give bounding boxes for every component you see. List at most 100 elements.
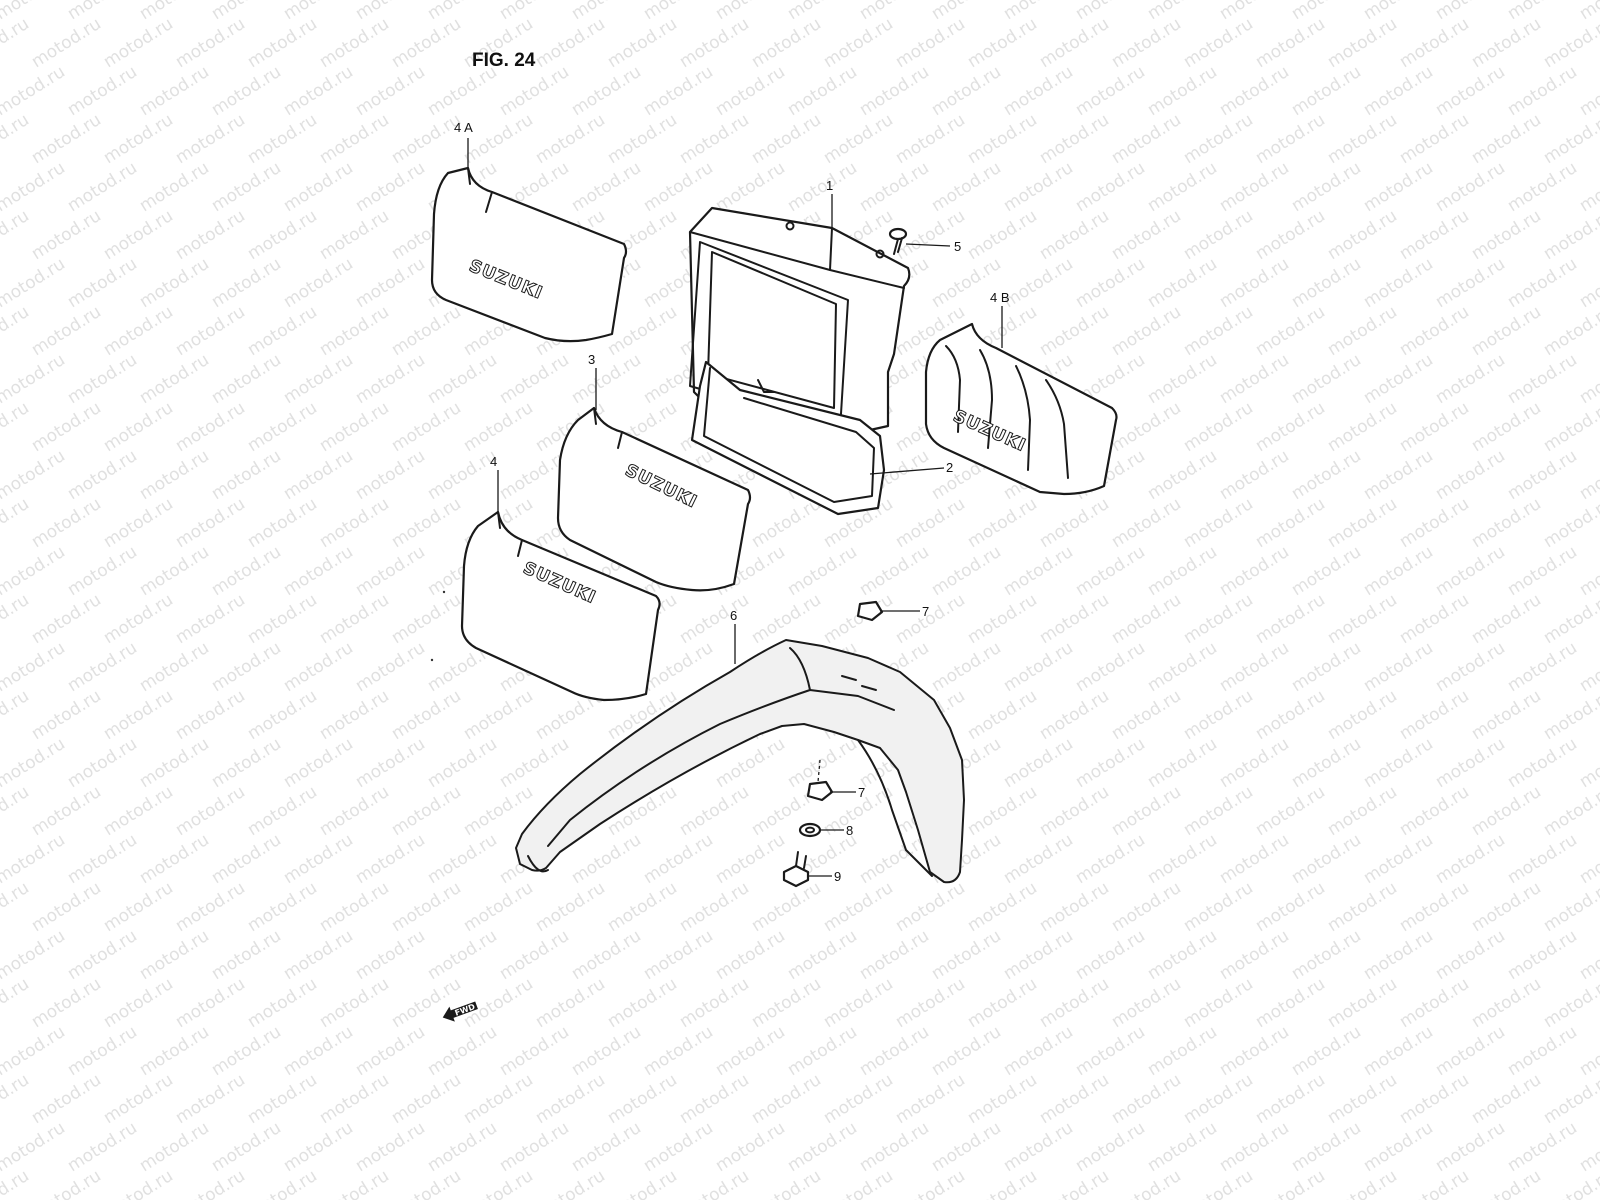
- watermark-text: motod.ru: [100, 206, 177, 264]
- part-2-lower-housing: [690, 360, 886, 516]
- watermark-text: motod.ru: [1180, 1166, 1257, 1200]
- watermark-text: motod.ru: [280, 926, 357, 984]
- watermark-text: motod.ru: [1180, 494, 1257, 552]
- watermark-text: motod.ru: [1108, 782, 1185, 840]
- watermark-text: motod.ru: [1576, 542, 1600, 600]
- watermark-text: motod.ru: [712, 158, 789, 216]
- watermark-text: motod.ru: [1288, 158, 1365, 216]
- watermark-text: motod.ru: [676, 590, 753, 648]
- watermark-text: motod.ru: [1036, 206, 1113, 264]
- watermark-text: motod.ru: [28, 302, 105, 360]
- watermark-text: motod.ru: [1144, 638, 1221, 696]
- watermark-text: motod.ru: [1000, 254, 1077, 312]
- watermark-text: motod.ru: [1504, 638, 1581, 696]
- watermark-text: motod.ru: [1324, 110, 1401, 168]
- watermark-text: motod.ru: [604, 1070, 681, 1128]
- watermark-text: motod.ru: [136, 0, 213, 24]
- watermark-text: motod.ru: [1576, 0, 1600, 24]
- watermark-text: motod.ru: [928, 158, 1005, 216]
- watermark-text: motod.ru: [136, 62, 213, 120]
- watermark-text: motod.ru: [1360, 1022, 1437, 1080]
- watermark-text: motod.ru: [244, 398, 321, 456]
- watermark-text: motod.ru: [244, 590, 321, 648]
- watermark-text: motod.ru: [604, 110, 681, 168]
- watermark-text: motod.ru: [172, 494, 249, 552]
- watermark-text: motod.ru: [1468, 206, 1545, 264]
- watermark-text: motod.ru: [712, 62, 789, 120]
- watermark-text: motod.ru: [1432, 926, 1509, 984]
- watermark-text: motod.ru: [1504, 0, 1581, 24]
- watermark-text: motod.ru: [1432, 0, 1509, 24]
- watermark-text: motod.ru: [1504, 350, 1581, 408]
- watermark-text: motod.ru: [1288, 0, 1365, 24]
- watermark-text: motod.ru: [1504, 1118, 1581, 1176]
- watermark-text: motod.ru: [460, 686, 537, 744]
- watermark-text: motod.ru: [820, 110, 897, 168]
- watermark-text: motod.ru: [1360, 830, 1437, 888]
- watermark-text: motod.ru: [1432, 830, 1509, 888]
- watermark-text: motod.ru: [1252, 1166, 1329, 1200]
- watermark-text: motod.ru: [244, 206, 321, 264]
- watermark-text: motod.ru: [352, 62, 429, 120]
- watermark-text: motod.ru: [676, 782, 753, 840]
- watermark-text: motod.ru: [1324, 590, 1401, 648]
- watermark-text: motod.ru: [1036, 14, 1113, 72]
- watermark-text: motod.ru: [1468, 14, 1545, 72]
- watermark-text: motod.ru: [640, 62, 717, 120]
- watermark-text: motod.ru: [172, 1166, 249, 1200]
- watermark-text: motod.ru: [640, 1022, 717, 1080]
- watermark-text: motod.ru: [1432, 446, 1509, 504]
- watermark-text: motod.ru: [1108, 14, 1185, 72]
- watermark-text: motod.ru: [568, 350, 645, 408]
- watermark-text: motod.ru: [712, 830, 789, 888]
- watermark-text: motod.ru: [172, 878, 249, 936]
- watermark-text: motod.ru: [496, 1022, 573, 1080]
- watermark-text: motod.ru: [1324, 14, 1401, 72]
- watermark-text: motod.ru: [1360, 542, 1437, 600]
- watermark-text: motod.ru: [172, 590, 249, 648]
- watermark-text: motod.ru: [100, 974, 177, 1032]
- watermark-text: motod.ru: [1324, 686, 1401, 744]
- watermark-text: motod.ru: [1576, 830, 1600, 888]
- watermark-text: motod.ru: [1108, 206, 1185, 264]
- watermark-text: motod.ru: [1432, 1022, 1509, 1080]
- watermark-text: motod.ru: [1360, 158, 1437, 216]
- watermark-text: motod.ru: [1000, 638, 1077, 696]
- watermark-text: motod.ru: [1108, 1070, 1185, 1128]
- watermark-text: motod.ru: [928, 0, 1005, 24]
- watermark-text: motod.ru: [1180, 590, 1257, 648]
- watermark-text: motod.ru: [244, 110, 321, 168]
- watermark-text: motod.ru: [1396, 302, 1473, 360]
- watermark-text: motod.ru: [352, 1118, 429, 1176]
- watermark-text: motod.ru: [1000, 1118, 1077, 1176]
- watermark-text: motod.ru: [1072, 62, 1149, 120]
- watermark-text: motod.ru: [532, 1070, 609, 1128]
- watermark-text: motod.ru: [1360, 0, 1437, 24]
- watermark-text: motod.ru: [784, 542, 861, 600]
- part-7-nut-lower: [806, 780, 834, 802]
- part-6-front-fender: [515, 639, 965, 884]
- watermark-text: motod.ru: [1468, 494, 1545, 552]
- watermark-text: motod.ru: [460, 1166, 537, 1200]
- watermark-text: motod.ru: [1216, 62, 1293, 120]
- watermark-text: motod.ru: [1108, 878, 1185, 936]
- watermark-text: motod.ru: [1576, 1118, 1600, 1176]
- watermark-text: motod.ru: [316, 110, 393, 168]
- watermark-text: motod.ru: [28, 686, 105, 744]
- watermark-text: motod.ru: [1072, 0, 1149, 24]
- watermark-text: motod.ru: [1108, 494, 1185, 552]
- watermark-text: motod.ru: [568, 1118, 645, 1176]
- watermark-text: motod.ru: [1180, 686, 1257, 744]
- watermark-text: motod.ru: [1000, 830, 1077, 888]
- watermark-text: motod.ru: [28, 878, 105, 936]
- watermark-text: motod.ru: [64, 446, 141, 504]
- watermark-text: motod.ru: [1396, 494, 1473, 552]
- watermark-text: motod.ru: [0, 734, 69, 792]
- watermark-text: motod.ru: [136, 638, 213, 696]
- watermark-text: motod.ru: [748, 110, 825, 168]
- part-4a-cover: SUZUKI: [430, 166, 628, 343]
- callout-3: 3: [588, 352, 595, 367]
- watermark-text: motod.ru: [568, 0, 645, 24]
- watermark-text: motod.ru: [1072, 830, 1149, 888]
- watermark-text: motod.ru: [1288, 62, 1365, 120]
